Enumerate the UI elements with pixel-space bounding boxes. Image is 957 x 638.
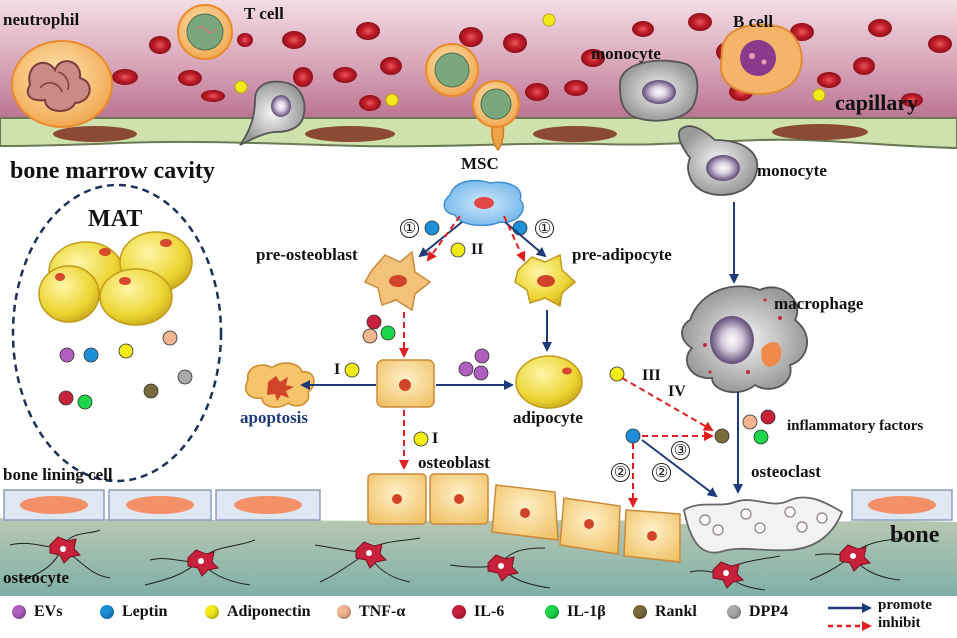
monocyte-mid [678,125,759,196]
dpp4-swatch [727,605,741,619]
legend-label-rankl: Rankl [655,603,697,620]
label-pre-adipocyte: pre-adipocyte [572,245,672,264]
legend-label-evs: EVs [34,603,63,620]
adiponectin-swatch [205,605,219,619]
inhibit-arrows [399,215,714,508]
label-mat: MAT [88,206,143,232]
marker-roman-ii: II [471,241,484,258]
arrow-legend-inhibit: inhibit [878,615,921,631]
label-neutrophil: neutrophil [3,10,80,29]
arrow-legend-promote: promote [878,597,932,613]
label-bone-marrow-cavity: bone marrow cavity [10,158,215,184]
capillary-adiponectin [234,13,826,107]
osteoblast-nuclei [392,494,657,541]
osteocytes [9,529,906,591]
t-cell-2 [425,43,479,97]
label-apoptosis: apoptosis [240,408,309,427]
osteoblast-precursor-cell [376,359,435,408]
legend-item-dpp4: DPP4 [727,602,788,622]
adipocyte-cell [515,355,583,409]
legend-label-adiponectin: Adiponectin [227,603,311,620]
t-cell [177,4,233,60]
legend-label-il1b: IL-1β [567,603,606,620]
marker-roman-i-osteoblast: I [432,430,439,447]
label-msc: MSC [461,154,499,173]
evs-swatch [12,605,26,619]
label-bone: bone [890,522,940,548]
legend-item-rankl: Rankl [633,602,697,622]
t-cell-transmigrating [472,80,520,152]
legend-label-il6: IL-6 [474,603,505,620]
il1b-swatch [545,605,559,619]
neutrophil-cell [11,40,113,128]
legend-item-leptin: Leptin [100,602,167,622]
marker-two-right: ② [652,463,671,482]
red-blood-cells [112,13,952,111]
msc-cell [443,179,524,227]
leptin-swatch [100,605,114,619]
legend-item-evs: EVs [12,602,62,622]
marker-roman-iii: III [642,367,661,384]
lineage-factors [344,220,776,447]
promote-arrows [300,202,743,498]
label-b-cell: B cell [733,12,774,31]
marker-roman-i-apoptosis: I [334,361,341,378]
b-cell [719,23,803,96]
label-capillary: capillary [835,90,919,115]
label-adipocyte: adipocyte [513,408,583,427]
label-monocyte-top: monocyte [591,44,661,63]
arrow-legend-icons [828,603,872,631]
monocyte-top [619,59,699,122]
apoptotic-cell [244,362,315,408]
label-t-cell: T cell [244,4,284,23]
label-macrophage: macrophage [774,294,864,313]
label-osteoclast: osteoclast [751,462,821,481]
label-pre-osteoblast: pre-osteoblast [256,245,358,264]
macrophage-cell [681,285,808,394]
label-bone-lining-cell: bone lining cell [3,465,113,484]
marker-three: ③ [671,441,690,460]
marker-one-right: ① [535,219,554,238]
monocyte-adherent-left [239,80,306,146]
legend-label-tnf: TNF-α [359,603,406,620]
osteoblast-row [367,473,681,563]
tnf-swatch [337,605,351,619]
pre-osteoblast-cell [363,250,432,312]
legend-label-leptin: Leptin [122,603,168,620]
legend-item-adiponectin: Adiponectin [205,602,311,622]
label-osteoblast: osteoblast [418,453,490,472]
pre-adipocyte-cell [514,253,577,308]
marker-roman-iv: IV [668,383,686,400]
mat-secreted-factors [58,330,193,410]
legend-label-dpp4: DPP4 [749,603,789,620]
label-osteocyte: osteocyte [3,568,70,587]
marker-two-left: ② [611,463,630,482]
il6-swatch [452,605,466,619]
legend: EVs Leptin Adiponectin TNF-α IL-6 IL-1β … [0,596,957,638]
legend-item-il1b: IL-1β [545,602,606,622]
marker-one-left: ① [400,219,419,238]
endothelial-nuclei [53,124,868,142]
mat-adipocyte-nuclei [55,239,172,285]
mat-adipocytes [38,231,193,326]
rankl-swatch [633,605,647,619]
legend-item-il6: IL-6 [452,602,504,622]
label-monocyte-mid: monocyte [757,161,827,180]
legend-item-tnf: TNF-α [337,602,405,622]
mat-outline [11,183,223,483]
label-inflammatory-factors: inflammatory factors [787,418,924,434]
osteoclast-cell [682,496,844,554]
bone-lining-nuclei [20,496,936,514]
